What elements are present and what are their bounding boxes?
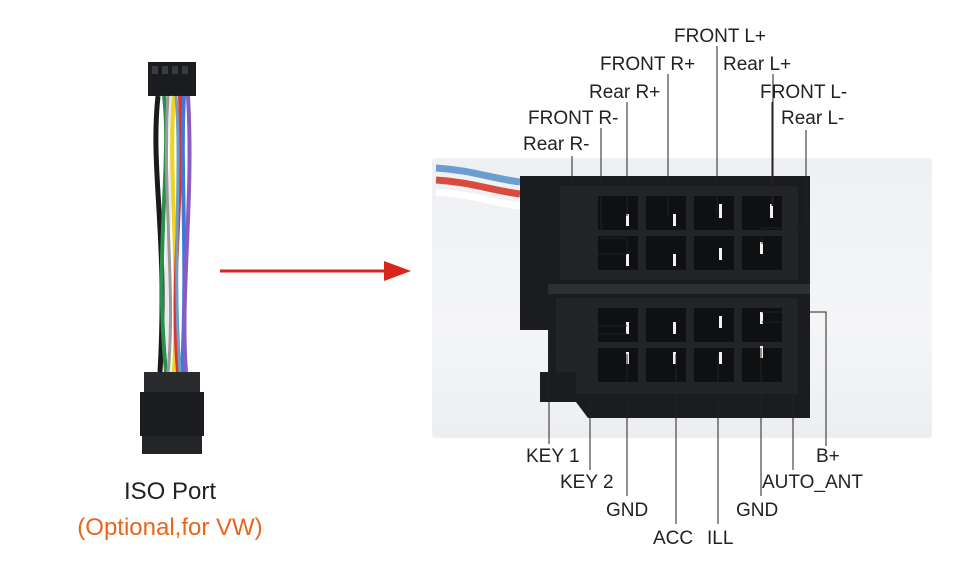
pin-label-key2: KEY 2 [560, 472, 614, 493]
pin-label-acc: ACC [653, 528, 694, 549]
product-subtitle: (Optional,for VW) [77, 514, 263, 541]
product-title: ISO Port [123, 478, 217, 505]
pin-label-rear-r-plus: Rear R+ [589, 82, 661, 103]
pin-label-auto-ant: AUTO_ANT [762, 472, 864, 493]
arrow-right-icon [220, 261, 411, 281]
pin-label-b-plus: B+ [816, 446, 840, 467]
iso-cable-image [140, 62, 204, 454]
pin-label-rear-l-minus: Rear L- [781, 108, 845, 129]
pin-label-front-l-minus: FRONT L- [760, 82, 848, 103]
pin-label-front-r-minus: FRONT R- [528, 108, 619, 129]
pin-label-gnd-right: GND [736, 500, 779, 521]
pin-label-front-r-plus: FRONT R+ [600, 54, 696, 75]
pin-label-gnd-left: GND [606, 500, 649, 521]
pin-label-front-l-plus: FRONT L+ [674, 26, 767, 47]
pin-label-ill: ILL [707, 528, 734, 549]
pin-label-key1: KEY 1 [526, 446, 580, 467]
iso-connector-closeup [435, 164, 810, 418]
pin-label-rear-l-plus: Rear L+ [723, 54, 792, 75]
pin-label-rear-r-minus: Rear R- [523, 134, 590, 155]
